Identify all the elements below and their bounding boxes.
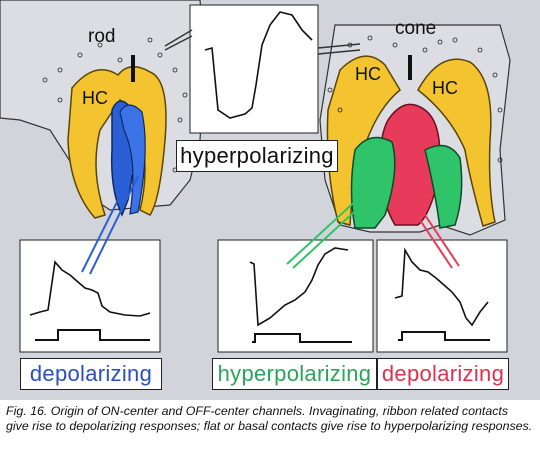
green-electrode-1 [286,185,373,265]
cone-horizontal-cell-right [417,58,496,227]
rod-hc-label: HC [82,88,108,108]
rod-trace-line [29,260,151,317]
rod-label: rod [88,26,116,47]
cone-hc-left-label: HC [355,64,381,84]
figure-caption: Fig. 16. Origin of ON-center and OFF-cen… [6,404,533,433]
rod-trace-panel [19,239,161,353]
cone-red-stimulus [398,331,490,341]
rod-horizontal-cell [67,66,167,219]
rod-electrode-1 [81,171,133,273]
figure-panel: rod cone HC HC HC hyperpolarizing depola… [0,0,540,400]
cone-green-trace-line [249,247,349,327]
rod-bipolar-dendrite-2 [119,104,146,215]
green-electrode-2 [292,189,379,269]
rod-trace-label: depolarizing [20,358,162,390]
cone-red-trace-label: depolarizing [377,358,509,390]
top-trace-label: hyperpolarizing [176,140,338,172]
cone-red-trace-panel [376,239,508,353]
cone-hc-right-label: HC [432,78,458,98]
cone-label: cone [395,18,437,39]
top-trace-panel [189,4,319,134]
cone-off-bipolar-right [424,144,463,229]
cone-green-stimulus [252,333,352,343]
red-electrode-1 [399,189,453,269]
red-electrode-2 [406,187,460,267]
top-trace-line [204,11,313,119]
diagram-artwork [0,0,511,353]
rod-stimulus [35,329,150,341]
cone-green-trace-label: hyperpolarizing [212,358,377,390]
vesicles [42,35,503,173]
cone-red-trace-line [394,247,489,327]
rod-electrode-2 [89,175,139,275]
